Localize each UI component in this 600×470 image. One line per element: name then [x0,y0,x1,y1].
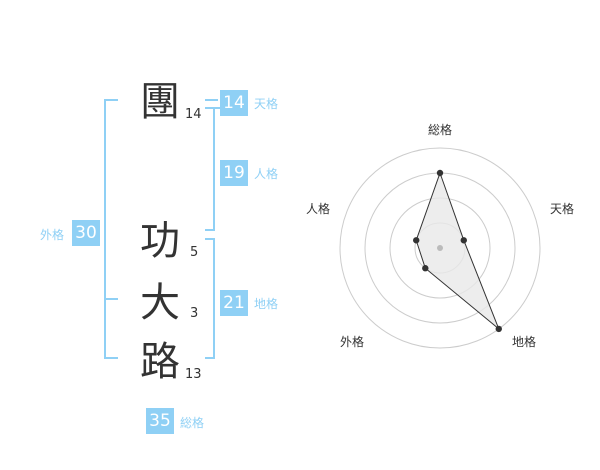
jinkaku-label: 人格 [254,167,279,181]
radar-chart: 総格 天格 地格 外格 人格 [306,122,574,349]
name-char-4-strokes: 13 [185,367,202,382]
radar-center [437,245,443,251]
outer-bracket-top-tick [105,99,118,101]
name-char-1: 團 [140,79,180,125]
chikaku-label: 地格 [254,297,279,311]
chikaku-bracket-top [205,238,215,240]
name-char-3-strokes: 3 [190,306,199,321]
radar-point [436,169,444,177]
radar-axis-label-tenkaku: 天格 [550,201,574,216]
name-char-3: 大 [140,280,180,326]
radar-axis-label-gaikaku: 外格 [340,334,364,349]
outer-bracket-mid-tick [105,298,118,300]
radar-axis-label-chikaku: 地格 [512,334,536,349]
jinkaku-value: 19 [220,160,248,186]
radar-point [495,325,502,333]
gaikaku-value: 30 [72,220,100,246]
radar-axis-label-soukaku: 総格 [428,122,452,137]
chikaku-bracket-bottom [205,357,215,359]
jinkaku-bracket-top [205,107,215,109]
jinkaku-bracket-vertical [213,107,215,231]
name-char-2-strokes: 5 [190,245,199,260]
radar-ring [339,147,541,349]
jinkaku-bracket-bottom [205,229,215,231]
name-char-1-strokes: 14 [185,107,202,122]
radar-point [422,265,429,272]
outer-bracket-vertical [104,99,106,359]
radar-center-dot [437,245,443,251]
name-char-2: 功 [140,218,180,264]
soukaku-value: 35 [146,408,174,434]
radar-point [460,237,467,244]
gaikaku-label: 外格 [40,228,65,242]
name-char-4: 路 [140,339,180,385]
tenkaku-label: 天格 [254,97,279,111]
radar-points [413,169,502,333]
radar-area [415,171,500,330]
radar-point [413,237,420,244]
tenkaku-value: 14 [220,90,248,116]
chikaku-bracket-vertical [213,238,215,359]
soukaku-label: 総格 [180,416,205,430]
radar-axis-label-jinkaku: 人格 [306,201,330,216]
outer-bracket-bottom-tick [105,357,118,359]
tenkaku-bracket-top [205,99,218,101]
chikaku-value: 21 [220,290,248,316]
